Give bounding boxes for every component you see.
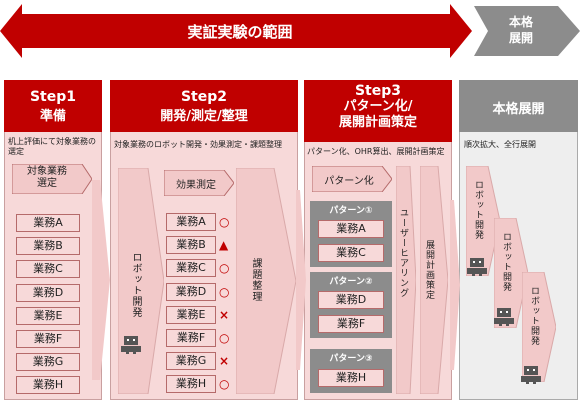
task-item: 業務H — [16, 376, 80, 394]
task-item: 業務G — [166, 352, 216, 370]
triangle-mark-icon: ▲ — [219, 238, 229, 252]
task-item: 業務H — [166, 375, 216, 393]
step2-subtitle: 開発/測定/整理 — [160, 109, 248, 124]
step3-subtitle-2: 展開計画策定 — [338, 115, 417, 130]
hearing-arrow — [396, 166, 416, 394]
patternize-label: パターン化 — [324, 176, 374, 187]
robot-icon — [494, 308, 514, 326]
circle-mark-icon: ○ — [219, 285, 230, 299]
task-item: 業務A — [166, 213, 216, 231]
step1-desc: 机上評価にて対象業務の選定 — [8, 137, 96, 156]
measure-label: 効果測定 — [176, 180, 216, 191]
banner-arrows — [0, 4, 580, 58]
step2-arrow — [296, 190, 306, 370]
step4-title: 本格展開 — [492, 102, 545, 117]
pattern-chevron-shape — [312, 166, 392, 192]
step2-title: Step2 — [180, 89, 228, 105]
circle-mark-icon: ○ — [219, 377, 230, 391]
robot-dev-label: ロボット開発 — [130, 252, 141, 318]
step3-header: Step3 パターン化/ 展開計画策定 — [304, 80, 452, 142]
task-item: 業務E — [166, 306, 216, 324]
task-item: 業務F — [166, 329, 216, 347]
task-item: 業務E — [16, 307, 80, 325]
task-item: 業務C — [166, 259, 216, 277]
deploy-label-3: ロボット開発 — [529, 286, 539, 346]
task-item: 業務D — [318, 291, 384, 309]
hearing-label: ユーザーヒアリング — [398, 208, 408, 298]
task-item: 業務D — [166, 283, 216, 301]
circle-mark-icon: ○ — [219, 261, 230, 275]
task-item: 業務F — [318, 315, 384, 333]
task-item: 業務A — [318, 220, 384, 238]
plan-arrow — [420, 166, 448, 394]
robot-icon — [121, 336, 141, 354]
task-item: 業務D — [16, 284, 80, 302]
task-item: 業務B — [166, 236, 216, 254]
step3-arrow — [450, 200, 460, 370]
circle-mark-icon: ○ — [219, 331, 230, 345]
task-item: 業務F — [16, 330, 80, 348]
task-item: 業務B — [16, 237, 80, 255]
step3-subtitle-1: パターン化/ — [343, 99, 413, 114]
step4-header: 本格展開 — [459, 80, 578, 132]
pattern-label: パターン① — [329, 206, 373, 216]
cross-mark-icon: × — [219, 354, 230, 368]
step1-header: Step1 準備 — [4, 80, 102, 132]
measure-chevron-shape — [164, 170, 234, 196]
task-item: 業務H — [318, 369, 384, 387]
issues-label: 課題整理 — [250, 258, 261, 302]
step3-desc: パターン化、OHR算出、展開計画策定 — [307, 147, 445, 156]
step1-arrow — [92, 180, 110, 380]
robot-icon — [467, 258, 487, 276]
step1-chevron-shape — [12, 164, 92, 194]
step1-chevron-label: 対象業務 選定 — [27, 166, 67, 189]
step2-header: Step2 開発/測定/整理 — [110, 80, 298, 132]
plan-label: 展開計画策定 — [424, 240, 434, 300]
step3-title: Step3 — [354, 83, 402, 99]
circle-mark-icon: ○ — [219, 215, 230, 229]
step4-desc: 順次拡大、全行展開 — [464, 140, 536, 149]
task-item: 業務C — [318, 244, 384, 262]
pattern-label: パターン② — [329, 277, 373, 287]
deploy-label: 本格 展開 — [508, 15, 533, 45]
step1-title: Step1 — [29, 89, 77, 105]
task-item: 業務A — [16, 214, 80, 232]
issues-arrow — [236, 168, 296, 394]
deploy-label-1: ロボット開発 — [473, 180, 483, 240]
step2-desc: 対象業務のロボット開発・効果測定・課題整理 — [114, 140, 282, 149]
task-item: 業務G — [16, 353, 80, 371]
deploy-label-2: ロボット開発 — [501, 232, 511, 292]
step1-subtitle: 準備 — [39, 109, 66, 124]
scope-label: 実証実験の範囲 — [187, 23, 293, 41]
pattern-label: パターン③ — [329, 354, 373, 364]
deploy-arrow-3 — [522, 272, 556, 382]
robot-icon — [521, 366, 541, 384]
cross-mark-icon: × — [219, 308, 230, 322]
task-item: 業務C — [16, 260, 80, 278]
